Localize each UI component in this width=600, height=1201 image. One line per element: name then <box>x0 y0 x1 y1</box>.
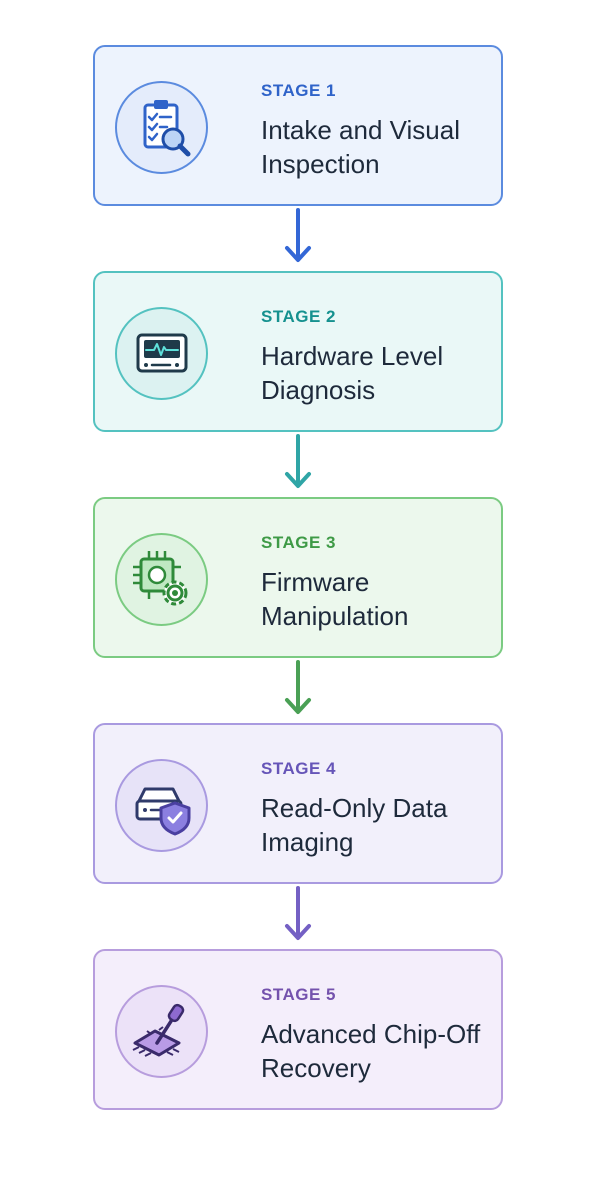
stage-3-card: STAGE 3 Firmware Manipulation <box>93 497 503 658</box>
chip-soldering-icon <box>132 1003 185 1057</box>
stage-4-title: Read-Only Data Imaging <box>261 793 448 857</box>
stage-5-card: STAGE 5 Advanced Chip-Off Recovery <box>93 949 503 1110</box>
stage-4-icon-circle <box>115 759 208 852</box>
stage-2-card: STAGE 2 Hardware Level Diagnosis <box>93 271 503 432</box>
stage-3-icon-circle <box>115 533 208 626</box>
stage-4-card: STAGE 4 Read-Only Data Imaging <box>93 723 503 884</box>
drive-shield-icon <box>135 787 191 836</box>
chip-gear-icon <box>133 551 188 606</box>
clipboard-magnifier-icon <box>143 100 191 157</box>
stage-3-label: STAGE 3 <box>261 533 336 552</box>
stage-1-icon-circle <box>115 81 208 174</box>
stage-2-title: Hardware Level Diagnosis <box>261 341 444 405</box>
stage-5-icon-circle <box>115 985 208 1078</box>
stage-5-title: Advanced Chip-Off Recovery <box>261 1019 481 1083</box>
stage-4-label: STAGE 4 <box>261 759 336 778</box>
stage-1-card: STAGE 1 Intake and Visual Inspection <box>93 45 503 206</box>
arrow-down-icon <box>285 434 311 488</box>
stage-5-label: STAGE 5 <box>261 985 336 1004</box>
arrow-down-icon <box>285 208 311 262</box>
stage-3-title: Firmware Manipulation <box>261 567 409 631</box>
oscilloscope-monitor-icon <box>136 333 188 373</box>
arrow-down-icon <box>285 660 311 714</box>
stage-1-label: STAGE 1 <box>261 81 336 100</box>
stage-2-icon-circle <box>115 307 208 400</box>
arrow-down-icon <box>285 886 311 940</box>
stage-2-label: STAGE 2 <box>261 307 336 326</box>
stage-1-title: Intake and Visual Inspection <box>261 115 460 179</box>
